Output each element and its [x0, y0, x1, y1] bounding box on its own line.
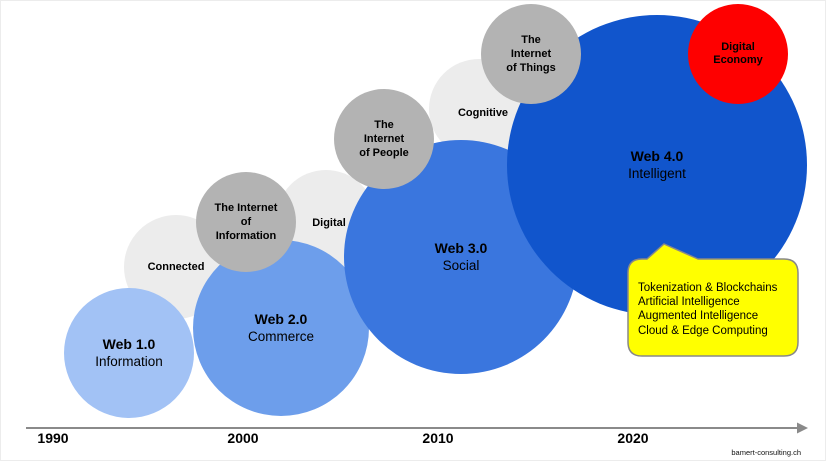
- callout-text-block: Tokenization & Blockchains Artificial In…: [638, 281, 793, 338]
- internet-of-information-line: Information: [215, 230, 277, 242]
- digital-economy-bubble: Digital Economy: [688, 4, 788, 104]
- internet-of-information-line: of: [240, 216, 252, 228]
- timeline-year: 2010: [422, 430, 454, 446]
- web4-subtitle: Intelligent: [628, 166, 686, 181]
- web1-subtitle: Information: [95, 354, 163, 369]
- callout-line: Tokenization & Blockchains: [638, 282, 778, 294]
- internet-of-people-line: The: [374, 119, 394, 131]
- web2-subtitle: Commerce: [247, 329, 314, 344]
- internet-of-things-bubble: The Internet of Things: [481, 4, 581, 104]
- internet-of-people-line: Internet: [363, 133, 405, 145]
- timeline-arrowhead-icon: [797, 422, 808, 434]
- internet-of-people-bubble: The Internet of People: [334, 89, 434, 189]
- callout-line: Artificial Intelligence: [638, 296, 740, 309]
- digital-label: Digital: [312, 216, 346, 229]
- timeline-year: 2000: [227, 430, 259, 446]
- internet-of-things-line: The: [521, 34, 541, 46]
- web2-bubble: Web 2.0 Commerce: [193, 240, 369, 416]
- connected-label: Connected: [147, 260, 205, 273]
- web3-title: Web 3.0: [434, 240, 488, 256]
- web1-title: Web 1.0: [102, 336, 156, 352]
- internet-of-things-line: Internet: [510, 48, 552, 60]
- callout-bubble: [627, 243, 799, 357]
- web4-title: Web 4.0: [630, 148, 684, 164]
- internet-of-things-line: of Things: [506, 62, 556, 74]
- timeline-year: 1990: [37, 430, 69, 446]
- internet-of-information-bubble: The Internet of Information: [196, 172, 296, 272]
- web1-bubble: Web 1.0 Information: [64, 288, 194, 418]
- web2-title: Web 2.0: [254, 311, 308, 327]
- internet-of-people-line: of People: [359, 147, 409, 159]
- web3-subtitle: Social: [442, 258, 480, 273]
- callout-line: Augmented Intelligence: [638, 310, 759, 323]
- timeline-year: 2020: [617, 430, 649, 446]
- callout-line: Cloud & Edge Computing: [638, 324, 768, 337]
- digital-economy-line: Digital: [721, 40, 755, 53]
- digital-economy-line: Economy: [713, 54, 763, 66]
- internet-of-information-line: The Internet: [214, 202, 278, 214]
- footer-credit: bamert-consulting.ch: [731, 448, 801, 457]
- cognitive-label: Cognitive: [457, 106, 509, 119]
